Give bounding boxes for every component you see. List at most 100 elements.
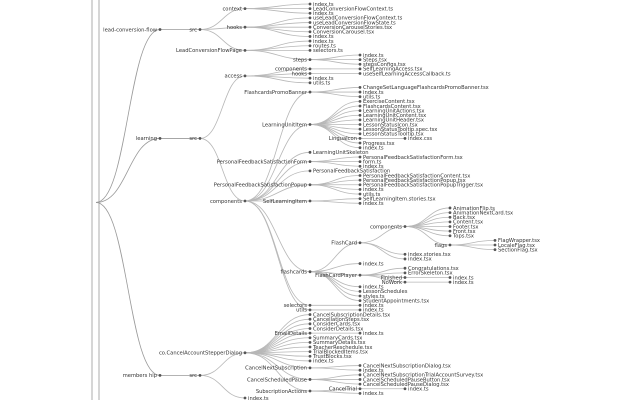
tree-node-index-ts[interactable]: index.ts <box>358 145 384 151</box>
tree-node-personalfeedbacksatisfactionform[interactable]: PersonalFeedbackSatisfactionForm <box>217 159 312 165</box>
tree-node-considerdetails-tsx[interactable]: ConsiderDetails.tsx <box>308 326 364 332</box>
tree-node-footer-tsx[interactable]: Footer.tsx <box>448 224 479 230</box>
tree-node-personalfeedbacksatisfactioncontent-tsx[interactable]: PersonalFeedbackSatisfactionContent.tsx <box>358 173 471 179</box>
tree-node-animationnextcard-tsx[interactable]: AnimationNextCard.tsx <box>448 210 514 216</box>
tree-node-changesetlanguageflashcardspromobanner-tsx[interactable]: ChangeSetLanguageFlashcardsPromoBanner.t… <box>358 85 489 91</box>
tree-node-conversioncarousel-tsx[interactable]: ConversionCarousel.tsx <box>308 30 375 36</box>
tree-node-animationflip-ts[interactable]: AnimationFlip.ts <box>448 206 496 212</box>
tree-node-routes-ts[interactable]: routes.ts <box>308 44 336 50</box>
tree-node-back-tsx[interactable]: Back.tsx <box>448 215 475 221</box>
tree-node-lessonstatusicon-tsx[interactable]: LessonStatusIcon.tsx <box>358 122 418 128</box>
tree-node-progress-tsx[interactable]: Progress.tsx <box>358 141 395 147</box>
tree-node-trustblocks-tsx[interactable]: TrustBlocks.tsx <box>308 354 352 360</box>
tree-node-index-ts[interactable]: index.ts <box>308 76 334 82</box>
tree-node-index-ts[interactable]: index.ts <box>358 90 384 96</box>
tree-node-useleadconversionflowstate-ts[interactable]: useLeadConversionFlowState.ts <box>308 20 396 26</box>
tree-node-index-ts[interactable]: index.ts <box>308 11 334 17</box>
tree-node-summarycards-tsx[interactable]: SummaryCards.tsx <box>308 336 363 342</box>
tree-node-cancelsubscriptiondetails-tsx[interactable]: CancelSubscriptionDetails.tsx <box>308 312 391 318</box>
tree-node-index-ts[interactable]: index.ts <box>358 201 384 207</box>
tree-node-cancelscheduledpausedialog-tsx[interactable]: CancelScheduledPauseDialog.tsx <box>358 382 449 388</box>
tree-node-learningunitcontent-tsx[interactable]: LearningUnitContent.tsx <box>358 113 427 119</box>
tree-node-cancellationsteps-tsx[interactable]: CancellationSteps.tsx <box>308 317 370 323</box>
tree-node-emaildetails[interactable]: EmailDetails <box>275 331 312 337</box>
tree-node-stepsconfigs-tsx[interactable]: stepsConfigs.tsx <box>358 62 406 68</box>
tree-node-index-ts[interactable]: index.ts <box>358 261 384 267</box>
tree-node-leadconversionflowcontext-ts[interactable]: LeadConversionFlowContext.ts <box>308 6 394 12</box>
tree-node-src[interactable]: src <box>189 373 202 379</box>
tree-node-learningunititem[interactable]: LearningUnitItem <box>262 122 312 128</box>
tree-node-selectors-ts[interactable]: selectors.ts <box>308 48 344 54</box>
tree-node-tops-tsx[interactable]: Tops.tsx <box>448 234 474 240</box>
tree-node-index-ts[interactable]: index.ts <box>243 396 269 400</box>
tree-node-cancelscheduledpause[interactable]: CancelScheduledPause <box>247 377 312 383</box>
tree-node-steps-tsx[interactable]: Steps.tsx <box>358 57 387 63</box>
tree-node-localeflag-tsx[interactable]: LocaleFlag.tsx <box>493 243 535 249</box>
tree-node-steps[interactable]: steps <box>293 57 312 63</box>
tree-node-congratulations-tsx[interactable]: Congratulations.tsx <box>403 266 459 272</box>
tree-node-canceltrial[interactable]: CancelTrial <box>329 387 362 393</box>
tree-node-context[interactable]: context <box>222 6 247 12</box>
tree-node-components[interactable]: components <box>275 67 312 73</box>
tree-node-cancelnextsubscription[interactable]: CancelNextSubscription <box>245 366 312 372</box>
tree-node-src[interactable]: src <box>189 136 202 142</box>
tree-node-content-tsx[interactable]: Content.tsx <box>448 220 483 226</box>
tree-node-lead-conversion-flow[interactable]: lead-conversion-flow <box>103 27 162 33</box>
tree-node-utils-ts[interactable]: utils.ts <box>308 81 331 87</box>
tree-node-members-hip[interactable]: members hip <box>123 373 162 379</box>
tree-node-nowork[interactable]: NoWork <box>382 280 407 286</box>
tree-node-learningunitactions-tsx[interactable]: LearningUnitActions.tsx <box>358 108 425 114</box>
tree-node-conversioncarouselstories-tsx[interactable]: ConversionCarouselStories.tsx <box>308 25 393 31</box>
tree-node-cancelscheduledpausebutton-tsx[interactable]: CancelScheduledPauseButton.tsx <box>358 377 450 383</box>
tree-node-selectors[interactable]: selectors <box>284 303 312 309</box>
tree-node-selflearningaccess-tsx[interactable]: SelfLearningAccess.tsx <box>358 67 423 73</box>
tree-node-index-ts[interactable]: index.ts <box>358 303 384 309</box>
tree-node-selflearningitem[interactable]: SelfLearningItem <box>263 199 312 205</box>
tree-node-flagwrapper-tsx[interactable]: FlagWrapper.tsx <box>493 238 540 244</box>
tree-node-flags[interactable]: flags <box>435 243 452 249</box>
tree-node-selflearningitem-stories-tsx[interactable]: SelfLearningItem.stories.tsx <box>358 196 436 202</box>
tree-node-flashcardplayer[interactable]: FlashCardPlayer <box>315 273 362 279</box>
tree-node-index-ts[interactable]: index.ts <box>308 2 334 8</box>
tree-node-leadconversionflowpage[interactable]: LeadConversionFlowPage <box>176 48 247 54</box>
tree-node-co-cancelaccountstepperdialog[interactable]: co.CancelAccountStepperDialog <box>159 351 247 357</box>
tree-node-components[interactable]: components <box>370 224 407 230</box>
tree-node-personalfeedbacksatisfactionpopuptrigger-tsx[interactable]: PersonalFeedbackSatisfactionPopupTrigger… <box>358 183 483 189</box>
tree-node-utils-ts[interactable]: utils.ts <box>358 192 381 198</box>
tree-node-index-ts[interactable]: index.ts <box>358 164 384 170</box>
tree-node-hooks[interactable]: hooks <box>227 25 247 31</box>
tree-node-access[interactable]: access <box>225 74 247 80</box>
tree-node-components[interactable]: components <box>210 199 247 205</box>
tree-node-lessonstatustooltip-tsx[interactable]: LessonStatusTooltip.tsx <box>358 132 424 138</box>
tree-node-flashcardspromobanner[interactable]: FlashcardsPromoBanner <box>244 90 312 96</box>
tree-node-learningunitheader-tsx[interactable]: LearningUnitHeader.tsx <box>358 118 424 124</box>
tree-node-flashcardscontent-tsx[interactable]: FlashcardsContent.tsx <box>358 104 421 110</box>
tree-node-index-ts[interactable]: index.ts <box>448 275 474 281</box>
tree-node-personalfeedbacksatisfactionform-tsx[interactable]: PersonalFeedbackSatisfactionForm.tsx <box>358 155 463 161</box>
tree-node-styles-ts[interactable]: styles.ts <box>358 294 385 300</box>
tree-node-index-ts[interactable]: index.ts <box>358 285 384 291</box>
tree-node-index-stories-tsx[interactable]: index.stories.tsx <box>403 252 451 258</box>
tree-node-personalfeedbacksatisfactionpopup[interactable]: PersonalFeedbackSatisfactionPopup <box>214 183 312 189</box>
tree-node-finished[interactable]: Finished <box>381 275 407 281</box>
tree-node-flashcards[interactable]: flashcards <box>280 269 312 275</box>
tree-node-index-ts[interactable]: index.ts <box>358 53 384 59</box>
tree-node-flashcard[interactable]: FlashCard <box>331 241 362 247</box>
tree-node-studentappointments-tsx[interactable]: StudentAppointments.tsx <box>358 298 430 304</box>
tree-node-errorskeleton-tsx[interactable]: ErrorSkeleton.tsx <box>403 271 453 277</box>
tree-node-summarydetails-tsx[interactable]: SummaryDetails.tsx <box>308 340 366 346</box>
tree-node-useleadconversionflowcontext-ts[interactable]: useLeadConversionFlowContext.ts <box>308 16 403 22</box>
tree-node-learningunitskeleton[interactable]: LearningUnitSkeleton <box>308 150 369 156</box>
tree-node-index-ts[interactable]: index.ts <box>448 280 474 286</box>
tree-node-index-ts[interactable]: index.ts <box>308 359 334 365</box>
tree-node-trialblockeditems-tsx[interactable]: TrialBlockedItems.tsx <box>308 349 368 355</box>
tree-node-lessonschedules[interactable]: LessonSchedules <box>358 289 408 295</box>
tree-node-cancelnextsubscriptiontrialaccountsurvey-tsx[interactable]: CancelNextSubscriptionTrialAccountSurvey… <box>358 373 484 379</box>
tree-node-index-ts[interactable]: index.ts <box>358 308 384 314</box>
tree-node-learning[interactable]: learning <box>136 136 162 142</box>
tree-node-utils[interactable]: utils <box>296 308 312 314</box>
tree-node-lessonstatustooltip-spec-tsx[interactable]: LessonStatusTooltip.spec.tsx <box>358 127 438 133</box>
tree-node-index-ts[interactable]: index.ts <box>358 368 384 374</box>
tree-node-considercards-tsx[interactable]: ConsiderCards.tsx <box>308 322 361 328</box>
tree-node-index-tsx[interactable]: index.tsx <box>403 257 432 263</box>
